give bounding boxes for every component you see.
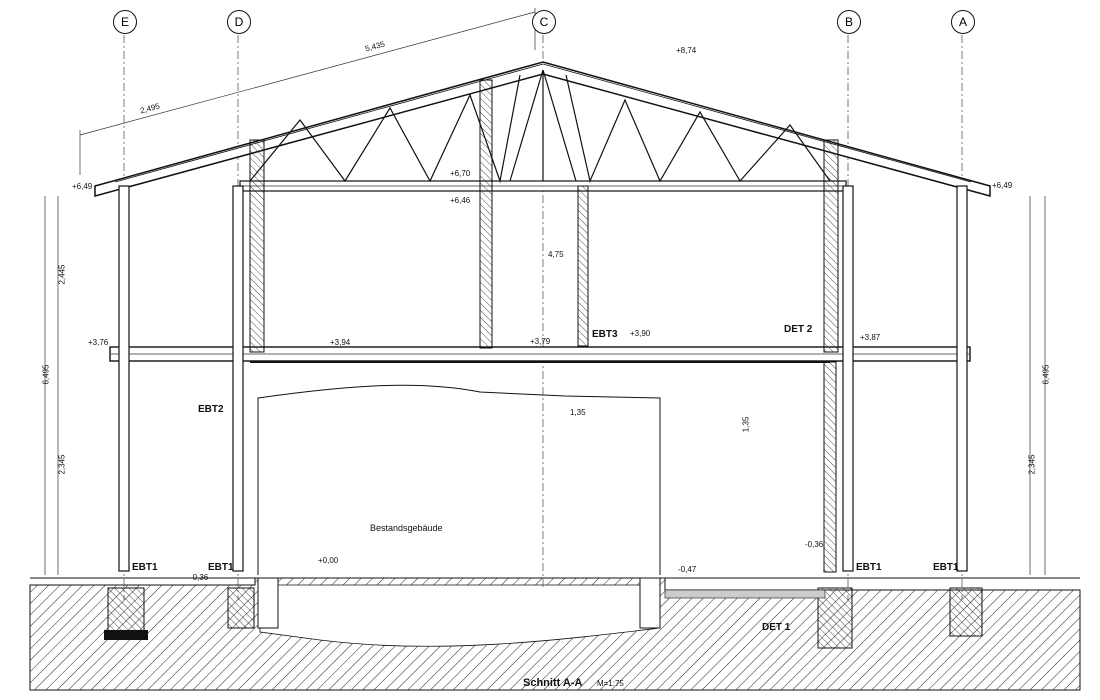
section-scale: M=1:75 xyxy=(596,679,624,688)
level-tie-beam-2: +6,46 xyxy=(450,196,471,205)
grid-label: B xyxy=(844,15,853,29)
grid-bubble-d: D xyxy=(227,10,251,34)
level-eave-right: +6,49 xyxy=(992,181,1013,190)
existing-building xyxy=(257,384,661,575)
roof-structure xyxy=(94,61,991,197)
level-ground: +0,00 xyxy=(318,556,339,565)
grid-bubble-c: C xyxy=(532,10,556,34)
dim-small-a: 1,35 xyxy=(570,408,586,417)
level-ridge: +8,74 xyxy=(676,46,697,55)
dim-right-total: 6,495 xyxy=(1041,364,1051,385)
grid-bubble-e: E xyxy=(113,10,137,34)
dimension-lines xyxy=(44,8,1046,575)
dim-left-lower: 2,345 xyxy=(57,454,67,475)
footings xyxy=(104,577,983,649)
grid-bubble-a: A xyxy=(951,10,975,34)
label-det1: DET 1 xyxy=(762,622,791,633)
label-ebt1-d: EBT1 xyxy=(208,562,234,573)
grid-bubble-b: B xyxy=(837,10,861,34)
grid-label: E xyxy=(120,15,129,29)
section-title: Schnitt A-A xyxy=(523,677,583,689)
label-ebt2: EBT2 xyxy=(198,404,224,415)
dim-right-lower: 2,345 xyxy=(1027,454,1037,475)
label-ebt1-left: EBT1 xyxy=(132,562,158,573)
label-ebt1-b: EBT1 xyxy=(856,562,882,573)
grid-label: A xyxy=(958,15,967,29)
label-ebt1-a: EBT1 xyxy=(933,562,959,573)
level-tie-beam: +6,70 xyxy=(450,169,471,178)
level-floor-mid: +3,79 xyxy=(530,337,551,346)
grid-label: C xyxy=(539,15,549,29)
level-floor-c: +3,90 xyxy=(630,329,651,338)
grid-label: D xyxy=(234,15,244,29)
level-floor-d: +3,94 xyxy=(330,338,351,347)
level-floor-left: +3,76 xyxy=(88,338,109,347)
level-floor-right: +3,87 xyxy=(860,333,881,342)
level-eave-left: +6,49 xyxy=(72,182,93,191)
dim-mid-span: 4,75 xyxy=(548,250,564,259)
walls xyxy=(118,79,968,573)
level-ground-right: -0,47 xyxy=(678,565,697,574)
label-ebt3: EBT3 xyxy=(592,329,618,340)
level-ground-left: -0,36 xyxy=(190,573,209,582)
existing-building-label: Bestandsgebäude xyxy=(370,523,443,533)
section-title-block: Schnitt A-A M=1:75 xyxy=(523,673,624,691)
dim-small-b: 1,35 xyxy=(741,416,751,433)
label-det2: DET 2 xyxy=(784,324,813,335)
dim-left-upper: 2,445 xyxy=(57,264,67,285)
dim-left-total: 6,495 xyxy=(41,364,51,385)
floor-slab xyxy=(109,346,971,363)
level-ground-b: -0,36 xyxy=(805,540,824,549)
